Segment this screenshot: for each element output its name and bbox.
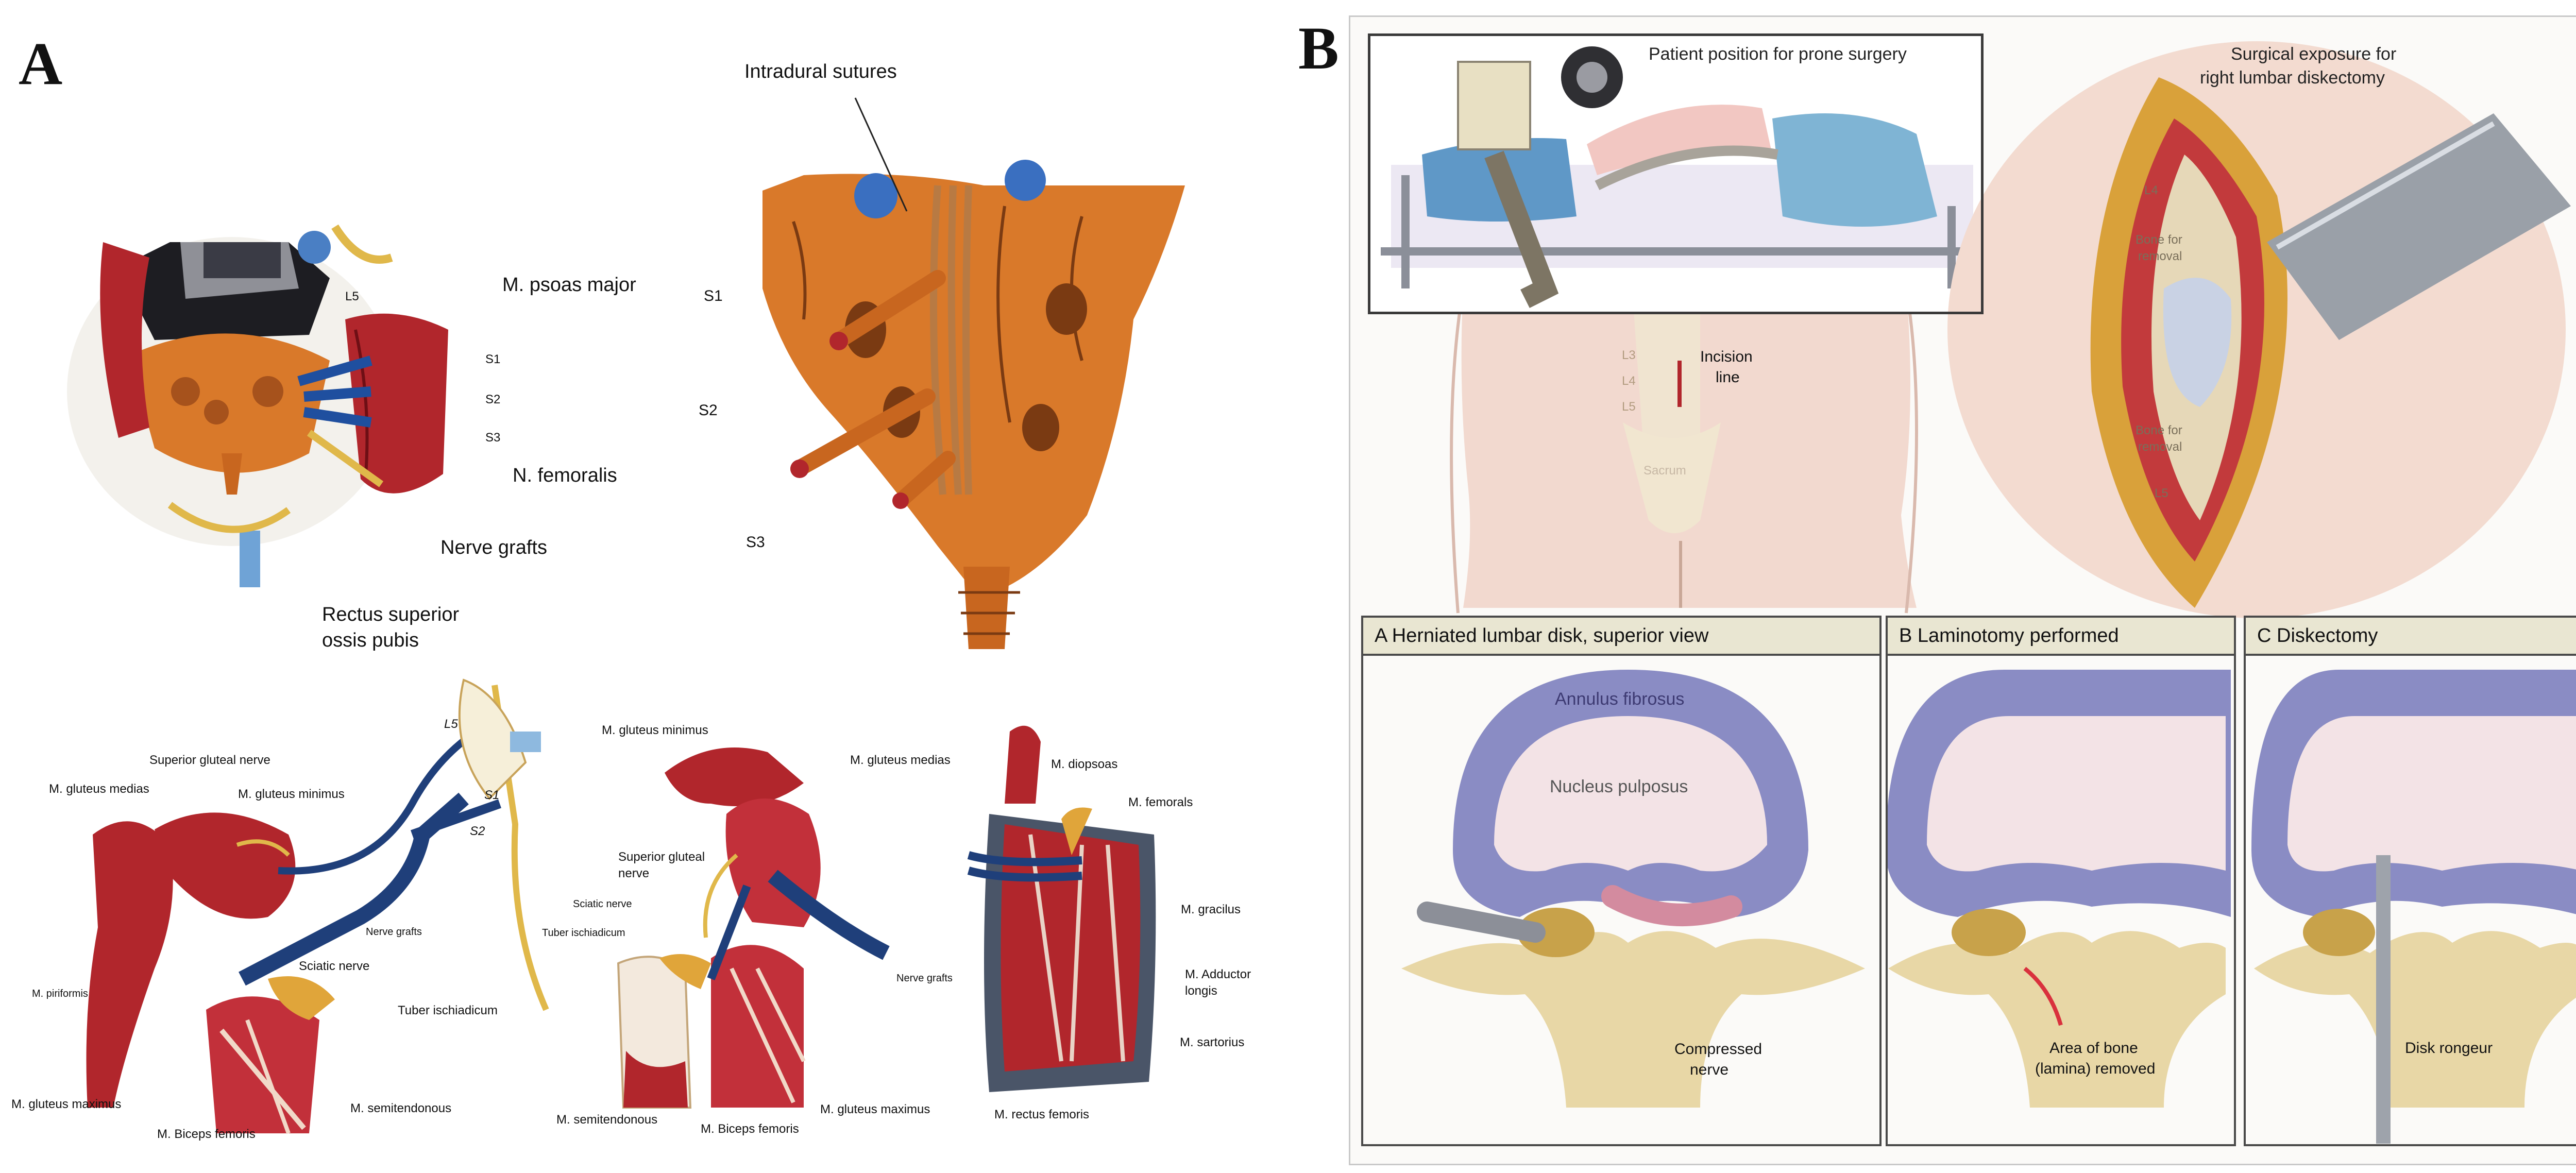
label-s2-bottom: S2 xyxy=(470,824,485,838)
label-s3-sacrum: S3 xyxy=(746,534,765,551)
label-gluteus-medias-mid: M. gluteus medias xyxy=(850,753,951,767)
label-intradural-sutures: Intradural sutures xyxy=(744,61,897,82)
label-s1-sacrum: S1 xyxy=(704,287,723,304)
label-sartorius: M. sartorius xyxy=(1180,1035,1245,1049)
label-incision: Incision xyxy=(1700,348,1753,365)
subpanel-b: B Laminotomy performed xyxy=(1886,616,2236,1146)
label-nucleus-pulposus: Nucleus pulposus xyxy=(1550,777,1688,796)
label-superior-gluteal-mid: Superior gluteal xyxy=(618,850,705,864)
label-biceps-femoris-left: M. Biceps femoris xyxy=(157,1127,256,1141)
label-nerve-grafts-mid: Nerve grafts xyxy=(896,973,953,984)
label-nerve-grafts-top: Nerve grafts xyxy=(440,537,547,558)
panel-a-illustrations xyxy=(67,97,1185,1134)
prone-inset-title: Patient position for prone surgery xyxy=(1649,44,1907,64)
subpanel-a-heading: A Herniated lumbar disk, superior view xyxy=(1375,625,1709,647)
label-line: line xyxy=(1716,369,1740,386)
exposure-title-line1: Surgical exposure for xyxy=(2231,44,2397,64)
pelvis-psoas-illustration xyxy=(67,224,448,587)
subpanel-c-heading: C Diskectomy xyxy=(2257,625,2378,647)
label-l5-exposure: L5 xyxy=(2155,486,2168,500)
prone-position-illustration xyxy=(1368,33,1984,314)
label-bone-removal-lower-1: Bone for xyxy=(2136,423,2182,437)
gluteal-region-illustration xyxy=(86,678,549,1134)
label-rectus-superior: Rectus superior xyxy=(322,604,460,625)
label-l4-exposure: L4 xyxy=(2144,183,2158,197)
label-l3: L3 xyxy=(1622,348,1636,362)
disk-c xyxy=(2251,670,2576,1144)
patient-back-illustration xyxy=(1450,288,1918,614)
label-piriformis: M. piriformis xyxy=(32,988,88,999)
label-gluteus-maximus-left: M. gluteus maximus xyxy=(11,1097,122,1111)
subpanel-c-header: C Diskectomy xyxy=(2246,618,2576,656)
label-s3-top-left: S3 xyxy=(485,431,501,445)
subpanel-b-heading: B Laminotomy performed xyxy=(1899,625,2119,647)
label-s2-top-left: S2 xyxy=(485,393,501,406)
label-gluteus-minimus-left: M. gluteus minimus xyxy=(238,787,345,801)
posterior-thigh-illustration xyxy=(617,747,890,1109)
label-nerve-mid: nerve xyxy=(618,866,650,880)
subpanel-b-header: B Laminotomy performed xyxy=(1888,618,2234,656)
label-gluteus-minimus-mid: M. gluteus minimus xyxy=(602,723,708,737)
label-longis: longis xyxy=(1185,984,1217,998)
disk-b xyxy=(1886,670,2231,1108)
label-semitendonous-mid: M. semitendonous xyxy=(556,1113,658,1127)
label-lamina-removed: (lamina) removed xyxy=(2035,1060,2156,1077)
label-l5: L5 xyxy=(1622,400,1636,414)
label-gluteus-medias-left: M. gluteus medias xyxy=(49,782,149,796)
label-l5-top: L5 xyxy=(345,290,359,303)
label-disk-rongeur: Disk rongeur xyxy=(2405,1040,2493,1057)
sacrum-illustration xyxy=(762,97,1185,649)
label-tuber-ischiadicum-mid: Tuber ischiadicum xyxy=(542,927,625,939)
label-bone-removal-upper-2: removal xyxy=(2138,249,2182,263)
label-sciatic-nerve-left: Sciatic nerve xyxy=(299,959,370,973)
subpanel-a-header: A Herniated lumbar disk, superior view xyxy=(1363,618,1879,656)
label-rectus-femoris: M. rectus femoris xyxy=(994,1108,1090,1121)
label-compressed: Compressed xyxy=(1674,1041,1762,1058)
label-l4: L4 xyxy=(1622,374,1636,388)
label-bone-removal-upper-1: Bone for xyxy=(2136,233,2182,247)
label-s1-bottom: S1 xyxy=(484,788,500,802)
anterior-thigh-illustration xyxy=(967,725,1156,1092)
panel-letter-b: B xyxy=(1298,14,1339,82)
label-adductor: M. Adductor xyxy=(1185,967,1251,981)
label-sacrum: Sacrum xyxy=(1643,464,1686,478)
disk-illustrations xyxy=(1401,670,2576,1144)
label-s1-top-left: S1 xyxy=(485,352,501,366)
label-biceps-femoris-mid: M. Biceps femoris xyxy=(701,1122,799,1136)
prone-inset-frame xyxy=(1368,33,1984,314)
label-nerve: nerve xyxy=(1690,1061,1729,1078)
label-femorals: M. femorals xyxy=(1128,795,1193,809)
label-femoral-nerve: N. femoralis xyxy=(513,465,617,486)
label-nerve-grafts-left: Nerve grafts xyxy=(366,926,422,938)
label-l5-bottom: L5 xyxy=(444,717,458,731)
label-sciatic-nerve-mid: Sciatic nerve xyxy=(573,898,632,910)
surgical-exposure-illustration xyxy=(1947,41,2571,618)
label-semitendonous-left: M. semitendonous xyxy=(350,1101,452,1115)
exposure-title-line2: right lumbar diskectomy xyxy=(2200,68,2385,88)
label-diopsoas: M. diopsoas xyxy=(1051,757,1118,771)
label-ossis-pubis: ossis pubis xyxy=(322,630,419,651)
subpanel-a: A Herniated lumbar disk, superior view xyxy=(1361,616,1882,1146)
label-psoas-major: M. psoas major xyxy=(502,274,636,296)
disk-a xyxy=(1401,670,1865,1108)
label-annulus-fibrosus: Annulus fibrosus xyxy=(1555,689,1685,709)
label-area-of-bone: Area of bone xyxy=(2049,1040,2138,1057)
label-superior-gluteal-nerve-left: Superior gluteal nerve xyxy=(149,753,270,767)
label-bone-removal-lower-2: removal xyxy=(2138,440,2182,454)
label-gracilus: M. gracilus xyxy=(1181,903,1241,916)
label-gluteus-maximus-mid: M. gluteus maximus xyxy=(820,1102,930,1116)
panel-letter-a: A xyxy=(19,30,63,97)
label-tuber-ischiadicum-left: Tuber ischiadicum xyxy=(398,1004,498,1017)
label-s2-sacrum: S2 xyxy=(699,402,718,419)
subpanel-c: C Diskectomy xyxy=(2244,616,2576,1146)
